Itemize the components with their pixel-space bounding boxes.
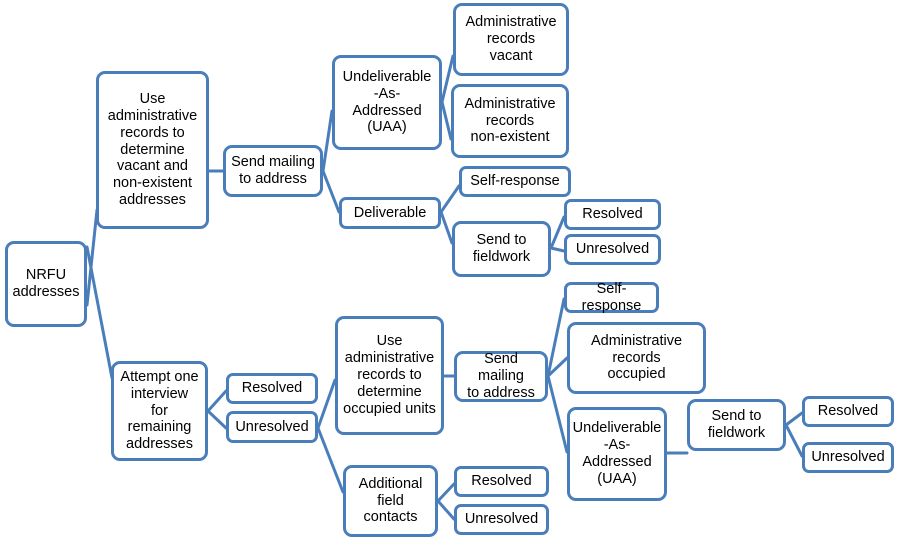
node-self-resp-bot[interactable]: Self-response [564, 281, 659, 314]
connector-unresolved-mid-to-addl-field [316, 426, 345, 494]
node-resolved-mid[interactable]: Resolved [226, 373, 318, 404]
connector-deliverable-to-self-resp-top [439, 184, 461, 214]
node-admin-nonexist[interactable]: Administrative records non-existent [451, 84, 569, 158]
connector-unresolved-mid-to-use-admin-occ [316, 378, 337, 430]
connector-deliverable-to-send-field-top [439, 210, 454, 245]
connector-nrfu-to-attempt-one [85, 245, 114, 380]
node-self-resp-top[interactable]: Self-response [459, 166, 571, 197]
node-unresolved-bot[interactable]: Unresolved [454, 504, 549, 535]
node-unresolved-far[interactable]: Unresolved [802, 442, 894, 473]
node-use-admin-occ[interactable]: Use administrative records to determine … [335, 316, 444, 435]
connector-send-field-top-to-resolved-top [549, 215, 566, 250]
connector-send-mail-bot-to-admin-occupied [546, 356, 569, 378]
node-resolved-far[interactable]: Resolved [802, 396, 894, 427]
connector-addl-field-to-unresolved-bot [436, 499, 456, 521]
node-send-mail-bot[interactable]: Send mailing to address [454, 351, 548, 402]
node-nrfu[interactable]: NRFU addresses [5, 241, 87, 327]
node-admin-occupied[interactable]: Administrative records occupied [567, 322, 706, 394]
connector-send-mail-bot-to-self-resp-bot [546, 297, 566, 378]
node-addl-field[interactable]: Additional field contacts [343, 465, 438, 537]
connector-send-field-bot-to-unresolved-far [784, 423, 804, 458]
connector-send-field-top-to-unresolved-top [549, 246, 566, 253]
node-unresolved-mid[interactable]: Unresolved [226, 411, 318, 443]
connector-addl-field-to-resolved-bot [436, 482, 456, 503]
connector-send-mail-top-to-uaa-top [321, 109, 334, 173]
node-send-mail-top[interactable]: Send mailing to address [223, 145, 323, 197]
connector-nrfu-to-use-admin-vac [85, 208, 99, 307]
node-send-field-bot[interactable]: Send to fieldwork [687, 399, 786, 451]
node-admin-vacant[interactable]: Administrative records vacant [453, 3, 569, 76]
connector-attempt-one-to-resolved-mid [206, 389, 228, 413]
node-uaa-bot[interactable]: Undeliverable -As- Addressed (UAA) [567, 407, 667, 501]
connector-send-field-bot-to-resolved-far [784, 411, 804, 427]
node-send-field-top[interactable]: Send to fieldwork [452, 221, 551, 277]
node-unresolved-top[interactable]: Unresolved [564, 234, 661, 265]
node-uaa-top[interactable]: Undeliverable -As- Addressed (UAA) [332, 55, 442, 150]
connector-uaa-top-to-admin-nonexist [440, 100, 453, 141]
node-use-admin-vac[interactable]: Use administrative records to determine … [96, 71, 209, 229]
connector-send-mail-bot-to-uaa-bot [546, 374, 569, 454]
node-deliverable[interactable]: Deliverable [339, 197, 441, 229]
connector-send-mail-top-to-deliverable [321, 169, 341, 214]
node-resolved-bot[interactable]: Resolved [454, 466, 549, 497]
node-attempt-one[interactable]: Attempt one interview for remaining addr… [111, 361, 208, 461]
node-resolved-top[interactable]: Resolved [564, 199, 661, 230]
connector-attempt-one-to-unresolved-mid [206, 409, 228, 430]
